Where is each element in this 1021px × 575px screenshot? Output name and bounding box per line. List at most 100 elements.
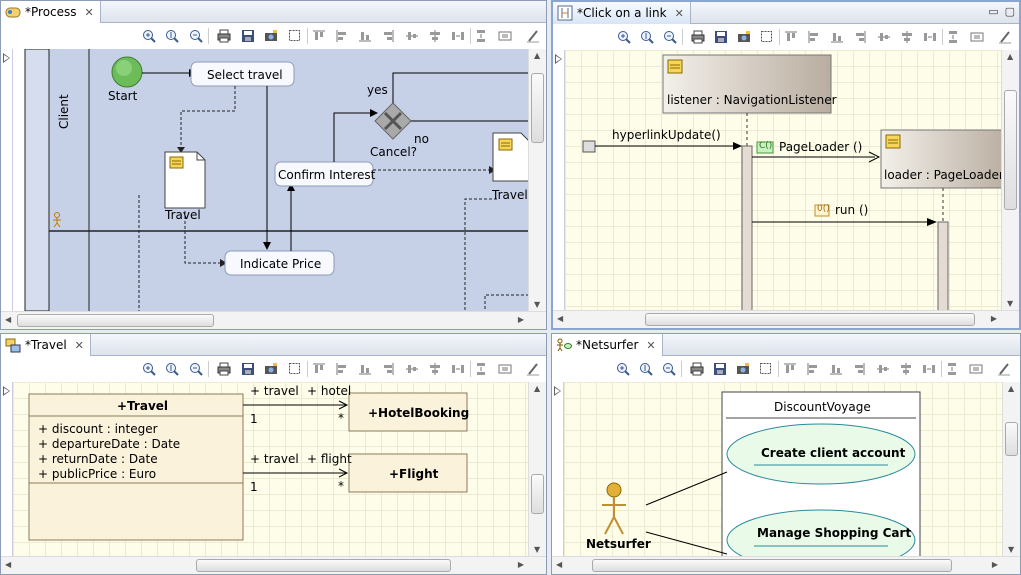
class-title-flight[interactable]: +Flight [389, 467, 439, 481]
listener-lifeline-label[interactable]: listener : NavigationListener [667, 93, 837, 107]
vertical-scrollbar[interactable]: ▲ ▼ [528, 49, 546, 311]
distribute-v-icon[interactable] [474, 362, 488, 376]
select-icon[interactable] [288, 29, 302, 43]
align-center-icon[interactable] [900, 30, 914, 44]
align-bottom-icon[interactable] [830, 30, 844, 44]
align-center-icon[interactable] [428, 29, 442, 43]
diagram-canvas[interactable]: +Travel + discount : integer + departure… [13, 382, 528, 556]
align-middle-icon[interactable] [877, 30, 891, 44]
run-message[interactable]: run () [835, 203, 869, 217]
align-top-icon[interactable] [783, 362, 797, 376]
class-attribute[interactable]: + returnDate : Date [38, 452, 158, 466]
maximize-icon[interactable]: ▢ [1004, 5, 1015, 18]
align-center-icon[interactable] [428, 362, 442, 376]
align-bottom-icon[interactable] [829, 362, 843, 376]
size-icon[interactable] [969, 362, 983, 376]
brush-icon[interactable] [997, 362, 1011, 376]
select-icon[interactable] [759, 362, 773, 376]
zoom-fit-icon[interactable] [640, 30, 654, 44]
align-top-icon[interactable] [312, 29, 326, 43]
distribute-v-icon[interactable] [945, 362, 959, 376]
camera-icon[interactable] [264, 29, 278, 43]
size-icon[interactable] [970, 30, 984, 44]
zoom-out-icon[interactable] [662, 362, 676, 376]
class-attribute[interactable]: + discount : integer [38, 422, 158, 436]
minimize-icon[interactable]: ▭ [988, 5, 999, 18]
system-boundary-title[interactable]: DiscountVoyage [774, 400, 871, 414]
actor-netsurfer[interactable]: Netsurfer [586, 537, 651, 551]
align-middle-icon[interactable] [876, 362, 890, 376]
camera-icon[interactable] [736, 362, 750, 376]
class-attribute[interactable]: + publicPrice : Euro [38, 467, 157, 481]
save-icon[interactable] [241, 362, 255, 376]
confirm-interest-task[interactable]: Confirm Interest [278, 168, 376, 182]
camera-icon[interactable] [737, 30, 751, 44]
distribute-icon[interactable] [923, 30, 937, 44]
align-center-icon[interactable] [899, 362, 913, 376]
distribute-icon[interactable] [922, 362, 936, 376]
distribute-icon[interactable] [451, 29, 465, 43]
size-icon[interactable] [498, 362, 512, 376]
horizontal-scrollbar[interactable]: ◀ ▶ [1, 556, 546, 574]
align-right-icon[interactable] [381, 29, 395, 43]
horizontal-scrollbar[interactable]: ◀ ▶ [553, 310, 1019, 328]
close-icon[interactable]: ✕ [674, 6, 684, 20]
align-right-icon[interactable] [853, 30, 867, 44]
distribute-v-icon[interactable] [474, 29, 488, 43]
distribute-icon[interactable] [451, 362, 465, 376]
align-left-icon[interactable] [806, 362, 820, 376]
align-right-icon[interactable] [381, 362, 395, 376]
horizontal-scrollbar[interactable]: ◀ ▶ [552, 556, 1020, 574]
vertical-scrollbar[interactable]: ▲ ▼ [1002, 382, 1020, 556]
diagram-canvas[interactable]: Client Start Select travel Travel Confir… [13, 49, 528, 311]
align-left-icon[interactable] [335, 29, 349, 43]
zoom-out-icon[interactable] [663, 30, 677, 44]
print-icon[interactable] [691, 30, 705, 44]
class-title-hotelbooking[interactable]: +HotelBooking [368, 406, 470, 420]
usecase-create-client-account[interactable]: Create client account [761, 446, 906, 460]
zoom-out-icon[interactable] [189, 29, 203, 43]
pageloader-message[interactable]: PageLoader () [779, 140, 863, 154]
align-right-icon[interactable] [852, 362, 866, 376]
print-icon[interactable] [217, 362, 231, 376]
vertical-scrollbar[interactable]: ▲ ▼ [528, 382, 546, 556]
close-icon[interactable]: ✕ [74, 338, 84, 352]
align-top-icon[interactable] [312, 362, 326, 376]
vertical-scrollbar[interactable]: ▲ ▼ [1001, 50, 1019, 310]
zoom-in-icon[interactable] [142, 362, 156, 376]
zoom-fit-icon[interactable] [165, 29, 179, 43]
align-bottom-icon[interactable] [358, 29, 372, 43]
tab-click-on-a-link[interactable]: *Click on a link ✕ [553, 2, 691, 24]
print-icon[interactable] [217, 29, 231, 43]
align-left-icon[interactable] [335, 362, 349, 376]
diagram-canvas[interactable]: listener : NavigationListener loader : P… [565, 50, 1001, 310]
tab-process[interactable]: *Process ✕ [1, 1, 101, 23]
save-icon[interactable] [713, 362, 727, 376]
class-attribute[interactable]: + departureDate : Date [38, 437, 181, 451]
align-left-icon[interactable] [807, 30, 821, 44]
indicate-price-task[interactable]: Indicate Price [240, 257, 322, 271]
zoom-fit-icon[interactable] [165, 362, 179, 376]
zoom-in-icon[interactable] [142, 29, 156, 43]
usecase-manage-shopping-cart[interactable]: Manage Shopping Cart [757, 526, 912, 540]
close-icon[interactable]: ✕ [84, 5, 94, 19]
align-middle-icon[interactable] [405, 362, 419, 376]
loader-lifeline-label[interactable]: loader : PageLoader [884, 168, 1001, 182]
print-icon[interactable] [690, 362, 704, 376]
align-top-icon[interactable] [784, 30, 798, 44]
brush-icon[interactable] [526, 362, 540, 376]
brush-icon[interactable] [998, 30, 1012, 44]
select-icon[interactable] [288, 362, 302, 376]
align-bottom-icon[interactable] [358, 362, 372, 376]
distribute-v-icon[interactable] [946, 30, 960, 44]
close-icon[interactable]: ✕ [646, 338, 656, 352]
horizontal-scrollbar[interactable]: ◀ ▶ [1, 311, 546, 329]
select-icon[interactable] [760, 30, 774, 44]
hyperlink-update-message[interactable]: hyperlinkUpdate() [612, 128, 721, 142]
camera-icon[interactable] [264, 362, 278, 376]
zoom-in-icon[interactable] [616, 362, 630, 376]
brush-icon[interactable] [526, 29, 540, 43]
select-travel-task[interactable]: Select travel [207, 68, 283, 82]
tab-travel[interactable]: *Travel ✕ [1, 334, 91, 356]
save-icon[interactable] [714, 30, 728, 44]
